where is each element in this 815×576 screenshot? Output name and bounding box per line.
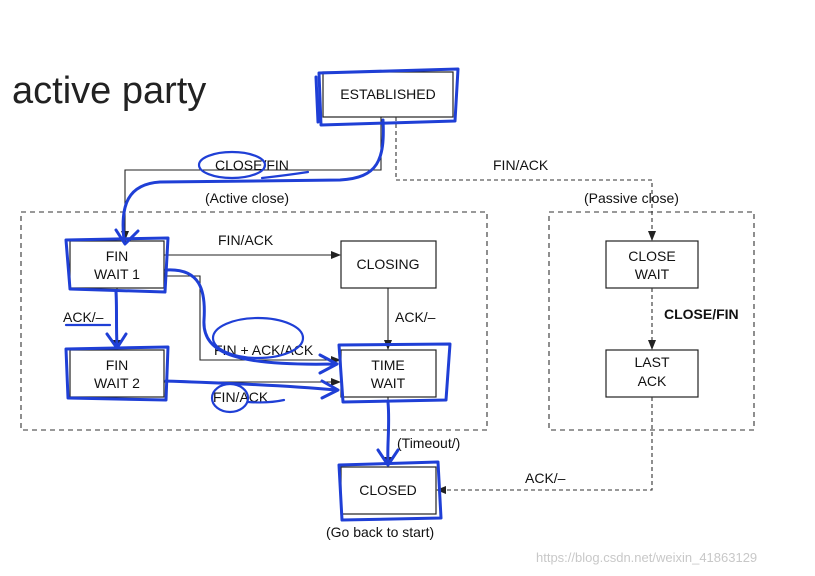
- arrow-fin-ack-passive: [395, 117, 656, 241]
- annotation-closed-box: [337, 460, 443, 522]
- label-go-back: (Go back to start): [326, 524, 434, 540]
- state-close-wait-line1: CLOSE: [628, 248, 675, 264]
- state-time-wait-line1: TIME: [371, 357, 404, 373]
- annotation-fin-wait-2-box: [64, 345, 170, 402]
- arrow-fin-ack-ack: [164, 275, 341, 364]
- label-close-fin: CLOSE/FIN: [215, 157, 289, 173]
- annotation-fin-ack-bottom-trace: [164, 379, 340, 400]
- state-fin-wait-1: FIN WAIT 1: [69, 240, 165, 289]
- label-close-fin-right: CLOSE/FIN: [664, 306, 739, 322]
- state-established: ESTABLISHED: [322, 71, 454, 118]
- state-closed: CLOSED: [340, 466, 437, 515]
- annotation-established-box: [314, 67, 460, 127]
- label-fin-ack-passive: FIN/ACK: [493, 157, 549, 173]
- annotation-fin-ack-circle: [210, 382, 250, 414]
- page-title: active party: [12, 70, 206, 112]
- state-time-wait-line2: WAIT: [371, 375, 406, 391]
- state-last-ack: LAST ACK: [605, 349, 699, 398]
- state-fin-wait-2-line2: WAIT 2: [94, 375, 140, 391]
- label-active-close: (Active close): [205, 190, 289, 206]
- state-fin-wait-2: FIN WAIT 2: [69, 349, 165, 398]
- label-ack-last: ACK/–: [525, 470, 566, 486]
- label-ack-closing: ACK/–: [395, 309, 436, 325]
- annotation-fin-underline: [260, 170, 310, 180]
- annotation-close-fin-arrowhead: [114, 228, 140, 246]
- state-fin-wait-1-line1: FIN: [106, 248, 129, 264]
- state-last-ack-line1: LAST: [634, 354, 669, 370]
- annotation-close-circle: [197, 150, 267, 180]
- state-close-wait-line2: WAIT: [635, 266, 670, 282]
- state-established-label: ESTABLISHED: [340, 86, 435, 102]
- state-closed-label: CLOSED: [359, 482, 417, 498]
- annotation-time-wait-box: [337, 342, 452, 404]
- annotation-ack-trace: [105, 290, 128, 350]
- arrow-ack-closed: [436, 397, 653, 494]
- state-time-wait: TIME WAIT: [340, 349, 437, 398]
- annotation-timeout-trace: [376, 400, 400, 467]
- label-fin-ack-bottom: FIN/ACK: [213, 389, 269, 405]
- state-closing-label: CLOSING: [356, 256, 419, 272]
- hand-annotations: [64, 67, 460, 522]
- state-fin-wait-2-line1: FIN: [106, 357, 129, 373]
- state-close-wait: CLOSE WAIT: [605, 240, 699, 289]
- annotation-fin-ack-underline: [246, 398, 286, 404]
- annotation-fin-wait-1-box: [64, 236, 170, 294]
- label-timeout: (Timeout/): [397, 435, 460, 451]
- label-passive-close: (Passive close): [584, 190, 679, 206]
- label-fin-ack-top: FIN/ACK: [218, 232, 274, 248]
- state-closing: CLOSING: [340, 240, 437, 289]
- label-ack-left: ACK/–: [63, 309, 104, 325]
- annotation-fin-ack-ack-trace: [164, 268, 339, 375]
- state-last-ack-line2: ACK: [638, 373, 667, 389]
- annotation-close-fin-trace: [121, 118, 385, 242]
- label-fin-ack-ack: FIN + ACK/ACK: [214, 342, 314, 358]
- annotation-fin-ack-ack-circle: [211, 316, 305, 360]
- watermark: https://blog.csdn.net/weixin_41863129: [536, 550, 757, 565]
- state-fin-wait-1-line2: WAIT 1: [94, 266, 140, 282]
